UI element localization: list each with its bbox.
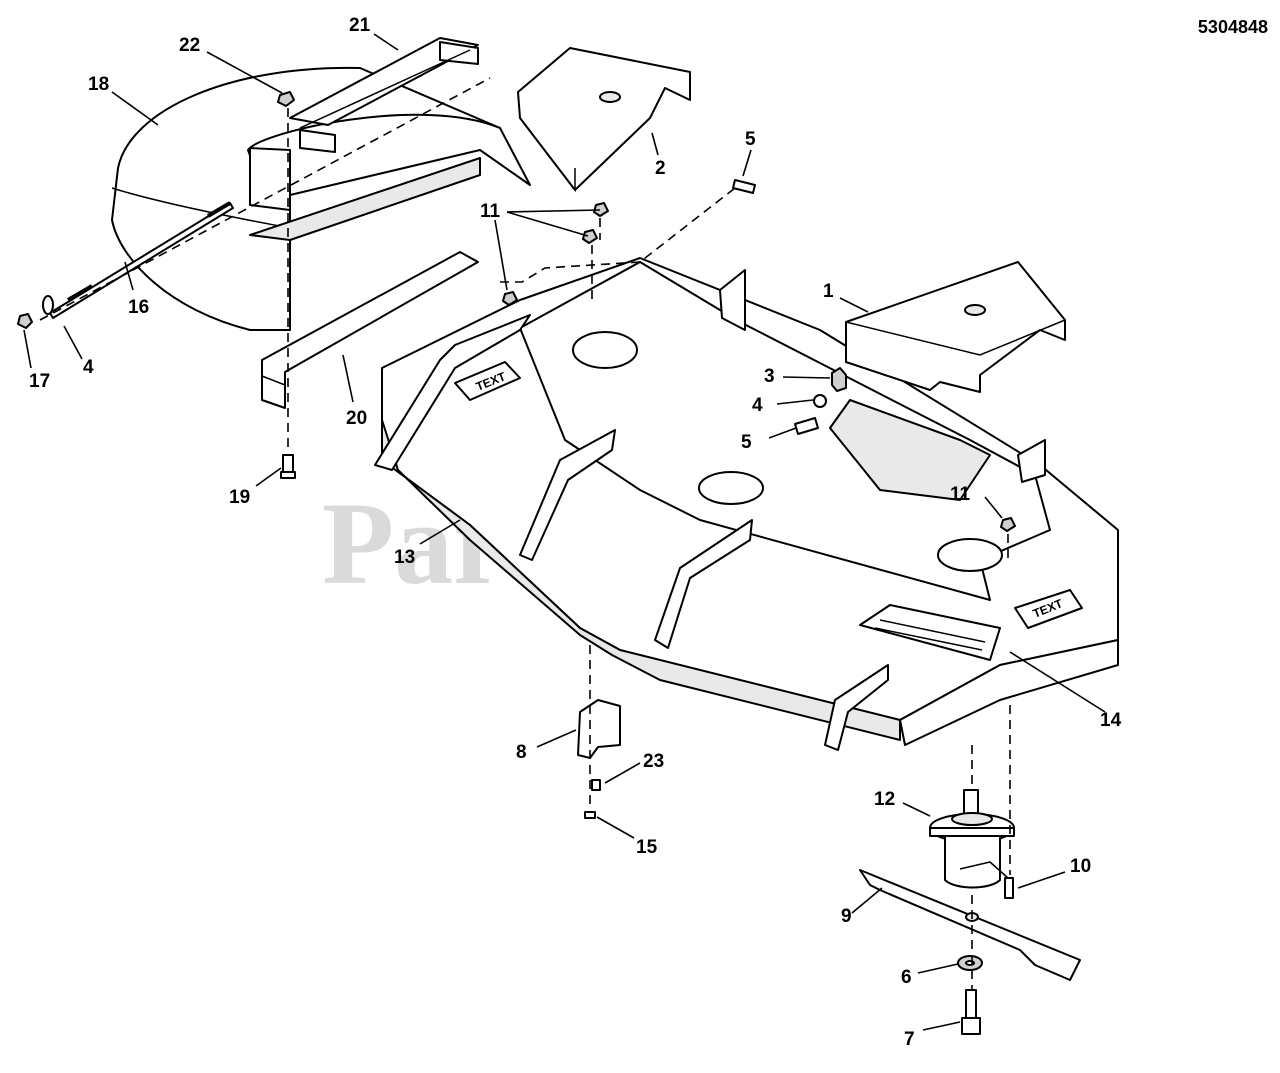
reference-number: 5304848 — [1198, 17, 1268, 37]
part-2-cover — [517, 47, 691, 193]
part-1-cover — [845, 261, 1066, 393]
part-15-screw — [584, 811, 596, 819]
callout-8: 8 — [516, 742, 527, 763]
part-11-nuts — [502, 202, 1016, 532]
callout-18: 18 — [88, 74, 109, 95]
part-5-bolt-upper — [732, 179, 756, 194]
callout-3: 3 — [764, 366, 775, 387]
callout-15: 15 — [636, 837, 658, 858]
part-5-bolt-lower — [794, 417, 819, 435]
part-20-strap — [261, 251, 479, 409]
part-8-bracket — [577, 699, 621, 759]
callout-10: 10 — [1070, 856, 1091, 877]
callout-19: 19 — [229, 487, 250, 508]
callout-21: 21 — [349, 15, 371, 36]
callout-5-lower: 5 — [741, 432, 752, 453]
part-6-washer — [957, 955, 983, 971]
callout-2: 2 — [655, 158, 666, 179]
part-3-clip — [831, 367, 847, 392]
callout-5-upper: 5 — [745, 129, 756, 150]
part-23-screw — [591, 779, 601, 791]
callout-6: 6 — [901, 967, 912, 988]
part-21-bracket — [289, 37, 479, 153]
callout-23: 23 — [643, 751, 664, 772]
part-14-step-pad — [859, 604, 1001, 661]
callout-20: 20 — [346, 408, 367, 429]
part-4-washer-left — [42, 295, 54, 315]
part-7-bolt — [961, 989, 981, 1035]
part-19-bolt — [280, 454, 296, 479]
callout-4-right: 4 — [752, 395, 763, 416]
leader-lines — [23, 33, 1106, 1031]
callout-11-top: 11 — [480, 201, 501, 222]
callout-9: 9 — [841, 906, 852, 927]
deck-decal-right: TEXT — [1014, 589, 1083, 629]
part-13-deck: TEXT TEXT — [374, 257, 1119, 751]
callout-16: 16 — [128, 297, 149, 318]
part-10-bolt — [1004, 877, 1014, 899]
part-22-nut — [277, 91, 295, 107]
callout-1: 1 — [823, 281, 834, 302]
assembly-lines — [39, 77, 1011, 990]
callout-22: 22 — [179, 35, 200, 56]
part-4-washer-right — [813, 394, 827, 408]
callout-11-right: 11 — [950, 484, 971, 505]
callout-12: 12 — [874, 789, 895, 810]
callout-4-left: 4 — [83, 357, 94, 378]
callout-17: 17 — [29, 371, 50, 392]
callout-14: 14 — [1100, 710, 1122, 731]
callout-labels: 1 2 3 4 5 5 6 7 8 9 10 11 11 12 13 14 15… — [29, 15, 1122, 1050]
callout-13: 13 — [394, 547, 415, 568]
callout-7: 7 — [904, 1029, 915, 1050]
part-17-nut — [17, 313, 33, 329]
part-12-spindle — [929, 789, 1015, 889]
